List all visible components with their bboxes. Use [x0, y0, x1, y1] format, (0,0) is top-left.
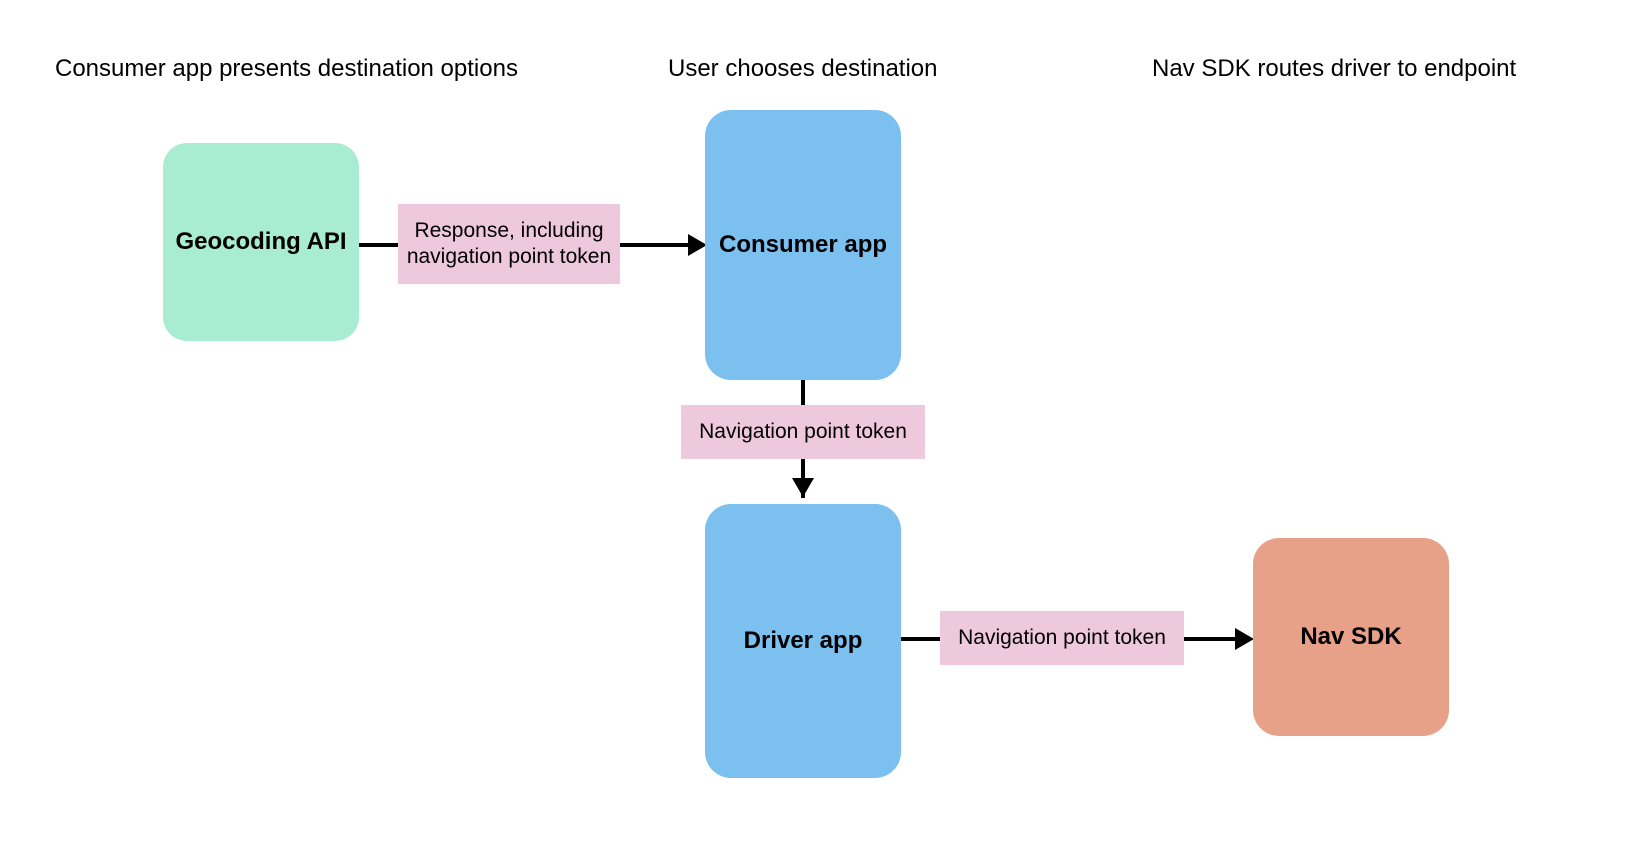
arrowhead-down-icon-consumer-to-driver — [792, 478, 814, 497]
node-nav-sdk-label: Nav SDK — [1300, 623, 1402, 650]
column-header-navsdk-stage: Nav SDK routes driver to endpoint — [1152, 55, 1517, 82]
edge-label-geocoding-to-consumer-text: Response, including navigation point tok… — [406, 219, 612, 268]
column-header-user-stage: User chooses destination — [668, 55, 938, 82]
edge-label-driver-to-navsdk-text: Navigation point token — [958, 626, 1166, 649]
node-driver-app-label: Driver app — [743, 627, 863, 654]
node-geocoding-api-label: Geocoding API — [175, 228, 347, 255]
arrowhead-right-icon-geocoding-to-consumer — [688, 234, 707, 256]
arrowhead-right-icon-driver-to-navsdk — [1235, 628, 1254, 650]
edge-label-driver-to-navsdk: Navigation point token — [940, 611, 1184, 665]
node-geocoding-api[interactable]: Geocoding API — [163, 143, 359, 341]
column-header-consumer-stage: Consumer app presents destination option… — [55, 55, 518, 82]
node-consumer-app[interactable]: Consumer app — [705, 110, 901, 380]
edge-label-consumer-to-driver-text: Navigation point token — [699, 420, 907, 443]
edge-label-consumer-to-driver: Navigation point token — [681, 405, 925, 459]
node-driver-app[interactable]: Driver app — [705, 504, 901, 778]
edge-label-geocoding-to-consumer: Response, including navigation point tok… — [398, 204, 620, 284]
node-nav-sdk[interactable]: Nav SDK — [1253, 538, 1449, 736]
node-consumer-app-label: Consumer app — [718, 231, 888, 258]
